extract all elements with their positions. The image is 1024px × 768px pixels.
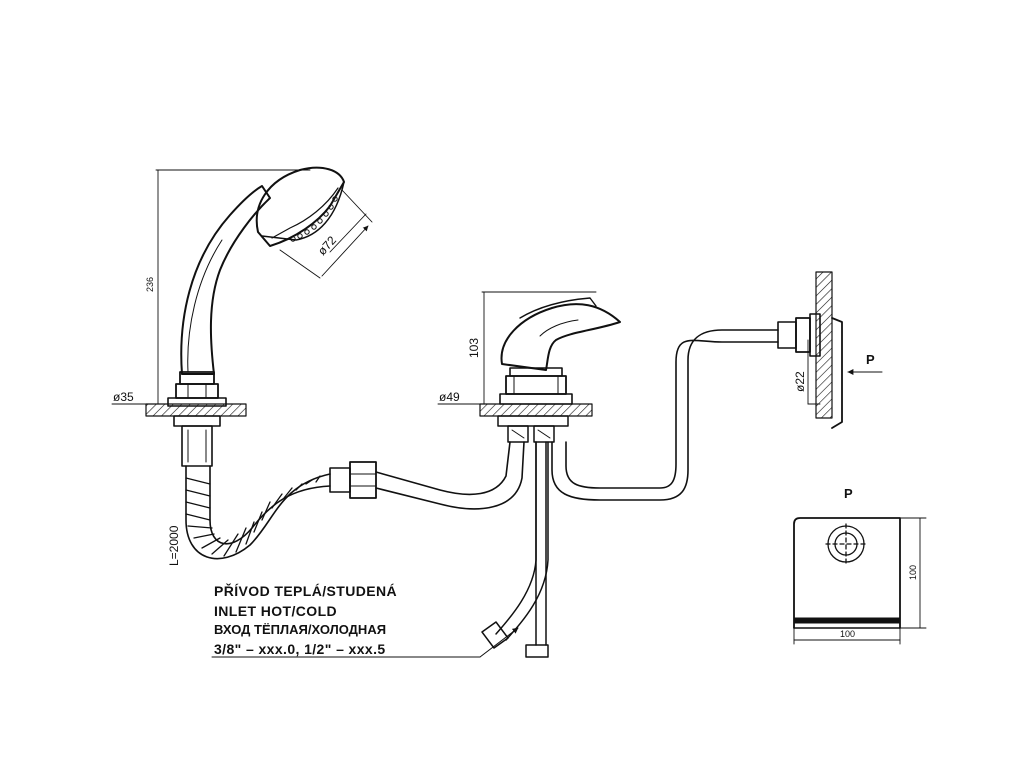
mixer-tail-pieces — [497, 415, 569, 443]
detail-width-dim: 100 — [840, 629, 855, 639]
pipe-mixer-to-wall — [551, 329, 779, 501]
wall-connection — [777, 271, 883, 429]
detail-view-plate — [793, 517, 901, 629]
shower-dimensions — [155, 169, 373, 405]
shower-deck-section — [111, 403, 247, 417]
mixer-deck-section — [479, 403, 593, 417]
detail-height-dim: 100 — [908, 565, 918, 580]
wall-diameter-dim: ø22 — [793, 371, 807, 392]
mixer-body — [499, 297, 621, 405]
mixer-base-diameter-dim: ø49 — [439, 390, 460, 404]
mixer-height-dim: 103 — [467, 338, 481, 358]
inlet-note-en: INLET HOT/COLD — [214, 603, 337, 619]
shower-base-diameter-dim: ø35 — [113, 390, 134, 404]
flexible-hose — [185, 465, 331, 560]
inlet-tubes — [481, 441, 549, 658]
mixer-dimensions — [437, 291, 597, 405]
detail-view-dimensions — [793, 517, 927, 645]
detail-view-title: P — [844, 486, 853, 501]
pipe-shower-to-mixer — [375, 441, 525, 510]
spray-nozzles — [290, 196, 338, 242]
inlet-note-cz: PŘÍVOD TEPLÁ/STUDENÁ — [214, 582, 397, 599]
hose-connector — [329, 461, 377, 499]
shower-tail-piece — [173, 415, 221, 467]
detail-outlet-symbol — [825, 523, 867, 565]
shower-height-dim: 236 — [145, 277, 155, 292]
shower-head-diameter-dim: ø72 — [315, 233, 339, 258]
inlet-note-sizes: 3/8" – xxx.0, 1/2" – xxx.5 — [214, 641, 386, 657]
inlet-note-ru: ВХОД ТЁПЛАЯ/ХОЛОДНАЯ — [214, 622, 386, 637]
view-marker-p: P — [866, 352, 875, 367]
inlet-note-leader — [211, 627, 519, 658]
hand-shower — [167, 166, 345, 407]
hose-length-dim: L=2000 — [167, 525, 181, 566]
